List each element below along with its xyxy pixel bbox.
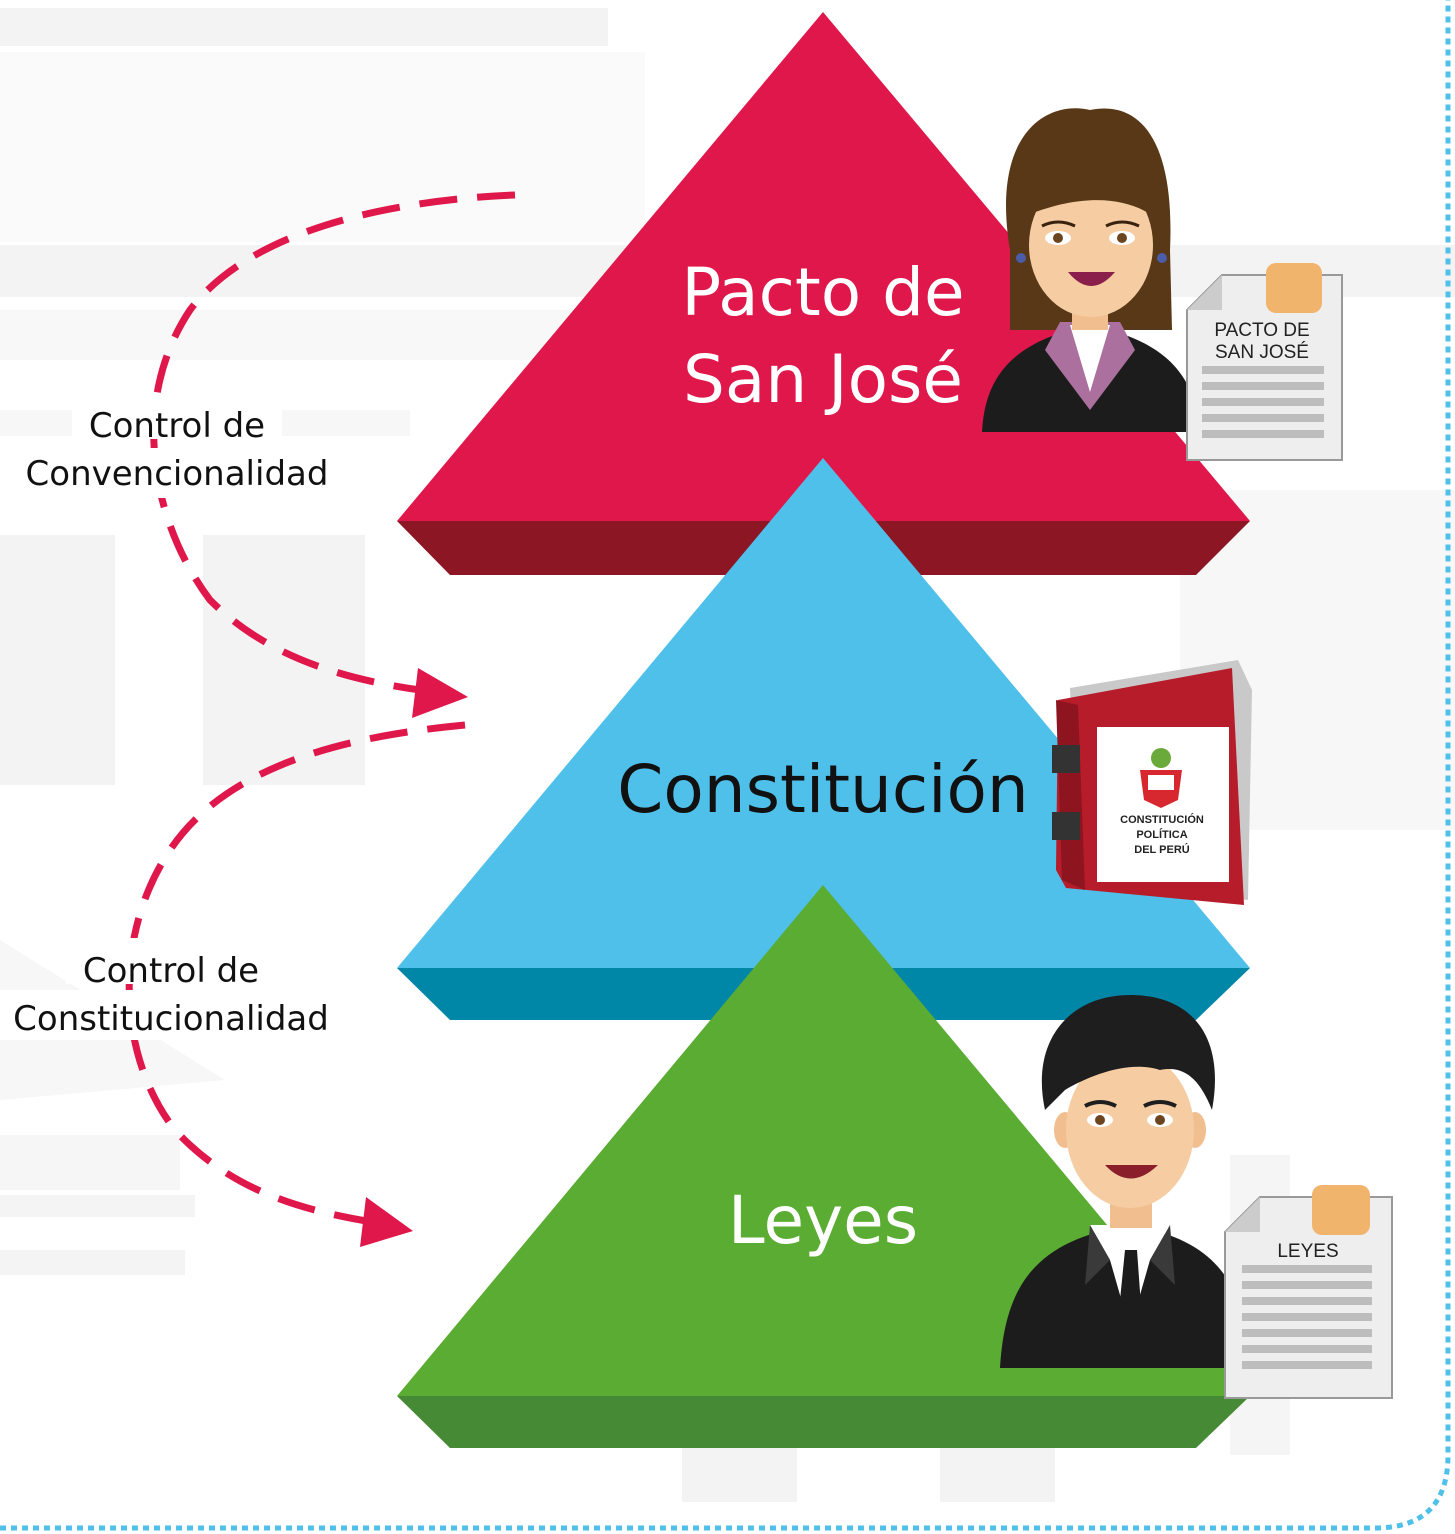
book-title-line2: POLÍTICA — [1136, 828, 1187, 841]
leyes-document-title: LEYES — [1277, 1241, 1338, 1262]
book-title-line3: DEL PERÚ — [1134, 843, 1189, 856]
pacto-label-line1: Pacto de — [681, 254, 964, 331]
pacto-document-line2: SAN JOSÉ — [1215, 342, 1309, 363]
constitucion-label: Constitución — [617, 751, 1028, 828]
leyes-label: Leyes — [728, 1182, 918, 1259]
pacto-document-line1: PACTO DE — [1214, 320, 1309, 341]
woman-avatar-icon — [982, 108, 1200, 432]
leyes-triangle-base — [397, 1396, 1250, 1448]
pacto-document-icon: PACTO DE SAN JOSÉ — [1186, 263, 1343, 461]
pacto-label-line2: San José — [683, 341, 963, 418]
constitution-book-icon: CONSTITUCIÓN POLÍTICA DEL PERÚ — [1052, 660, 1252, 905]
control-convencionalidad-line2: Convencionalidad — [26, 454, 329, 494]
arrowhead-icon — [412, 668, 468, 718]
arrow-constitucionalidad — [125, 721, 466, 1247]
book-title-line1: CONSTITUCIÓN — [1120, 813, 1204, 826]
man-avatar-icon — [1000, 995, 1250, 1368]
constitucion-triangle — [397, 458, 1250, 968]
leyes-document-icon: LEYES — [1224, 1185, 1393, 1399]
control-constitucionalidad-line2: Constitucionalidad — [13, 999, 329, 1039]
arrowhead-icon — [360, 1197, 413, 1247]
control-convencionalidad-line1: Control de — [89, 406, 265, 446]
control-constitucionalidad-line1: Control de — [83, 951, 259, 991]
